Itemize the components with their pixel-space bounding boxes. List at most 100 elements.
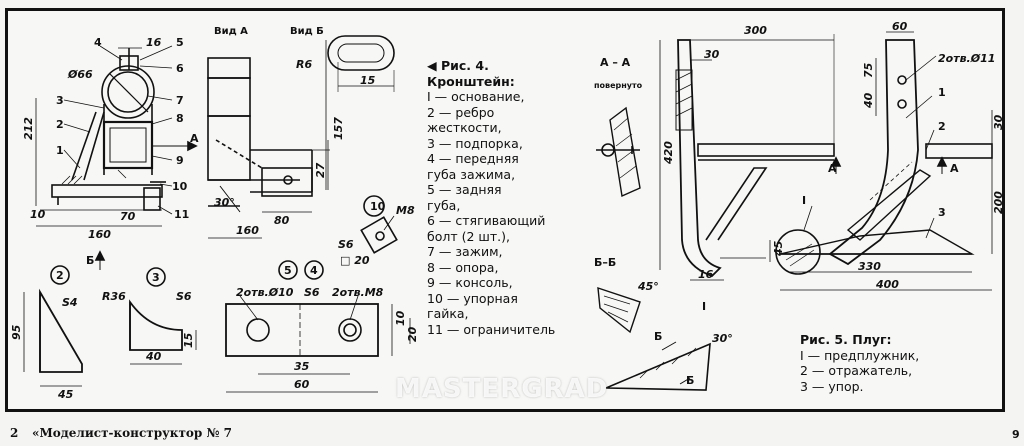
part-8-label: 8 — [176, 112, 184, 125]
bracket-front-view — [35, 45, 198, 270]
part-3-label: 3 — [56, 94, 64, 107]
fig4-caption-line: 3 — подпорка, — [427, 135, 523, 151]
fig4-labels: Вид А Вид Б 4 5 6 7 8 9 10 11 3 2 1 16 Ø… — [10, 26, 419, 401]
part-4-label: 4 — [94, 36, 102, 49]
dim-60: 60 — [892, 20, 908, 33]
dim-30-deg-detail: 30° — [712, 332, 733, 345]
detail-54-dim-20: 20 — [406, 326, 419, 342]
part-9-label: 9 — [176, 154, 184, 167]
fig4-caption-line: I — основание, — [427, 89, 525, 104]
dim-420: 420 — [662, 141, 675, 165]
plough-arrow-a1: А — [828, 162, 837, 175]
fig4-caption-line: 2 — ребро — [427, 104, 495, 120]
fig5-caption-title: Рис. 5. Плуг: — [800, 332, 892, 347]
watermark: MASTERGRAD — [395, 374, 609, 404]
detail-54-holes-10: 2отв.Ø10 — [236, 286, 294, 299]
part-1-label: 1 — [56, 144, 64, 157]
part-7-label: 7 — [176, 94, 184, 107]
fig4-caption-line: 4 — передняя — [427, 151, 519, 166]
detail-i-title: I — [702, 300, 706, 313]
arrow-a-label: А — [190, 132, 199, 145]
detail-4-number: 4 — [310, 264, 318, 277]
detail-54-holes-m8: 2отв.М8 — [332, 286, 384, 299]
dim-160-side: 160 — [236, 224, 259, 237]
fig4-caption-line: болт (2 шт.), — [427, 228, 510, 244]
detail-10-nut — [360, 195, 398, 254]
fig4-caption-line: губа зажима, — [427, 166, 516, 182]
detail-5-number: 5 — [284, 264, 292, 277]
fig4-caption-line: 5 — задняя — [427, 182, 502, 197]
detail-2-dim-95: 95 — [10, 324, 23, 340]
detail-10-number: 10 — [370, 200, 386, 213]
dim-30-deg: 30° — [214, 196, 235, 209]
dim-45-deg: 45° — [637, 280, 659, 293]
dim-70: 70 — [120, 210, 136, 223]
page-number-right: 9 — [1012, 428, 1020, 441]
fig4-caption-title: Рис. 4. — [440, 58, 489, 73]
dim-400: 400 — [875, 278, 899, 291]
plough-arrow-a2: А — [950, 162, 959, 175]
fig4-caption-line: жесткости, — [427, 120, 502, 135]
fig4-caption-line: 10 — упорная — [427, 290, 518, 306]
view-b-slot — [327, 35, 395, 92]
dim-15-slot: 15 — [360, 74, 376, 87]
view-a-label: Вид А — [214, 26, 248, 37]
dim-40: 40 — [862, 92, 875, 109]
detail-3-number: 3 — [152, 271, 160, 284]
bracket-side-view — [207, 40, 330, 239]
fig5-caption: Рис. 5. Плуг: I — предплужник,2 — отража… — [800, 332, 970, 394]
fig4-caption-line: 6 — стягивающий — [427, 213, 546, 228]
dim-30-front: 30 — [992, 114, 1005, 130]
drawing-frame — [5, 8, 1005, 412]
dim-200: 200 — [992, 191, 1005, 214]
dim-75: 75 — [862, 62, 875, 78]
fig4-caption: ◀ Рис. 4. Кронштейн: I — основание,2 — р… — [427, 58, 577, 337]
fig5-labels: А – А повернуто 300 30 420 16 45 Б–Б 45°… — [594, 20, 1005, 387]
dim-80: 80 — [274, 214, 290, 227]
arrow-b-label: Б — [86, 254, 94, 267]
fig4-caption-line: губа, — [427, 197, 461, 213]
plough-part-1: 1 — [938, 86, 946, 99]
dim-45-plough: 45 — [772, 240, 785, 257]
detail-2-number: 2 — [56, 269, 64, 282]
detail-3-r36: R36 — [102, 290, 126, 303]
fig4-caption-line: 11 — ограничитель — [427, 321, 556, 337]
detail-2-dim-45: 45 — [57, 388, 74, 401]
fig4-caption-line: гайка, — [427, 306, 469, 321]
plough-front-view — [775, 31, 993, 291]
dim-holes-11: 2отв.Ø11 — [938, 52, 995, 65]
detail-2-rib — [23, 265, 83, 387]
plough-part-2: 2 — [938, 120, 946, 133]
detail-3-prop — [129, 267, 197, 365]
detail-i-arrow-b2: Б — [686, 374, 694, 387]
detail-3-dim-15: 15 — [182, 332, 195, 348]
fig4-caption-line: 8 — опора, — [427, 259, 499, 275]
detail-10-square: □ 20 — [340, 254, 370, 267]
view-b-label: Вид Б — [290, 26, 324, 37]
detail-3-s6: S6 — [176, 290, 192, 303]
part-6-label: 6 — [176, 62, 184, 75]
part-11-label: 11 — [174, 208, 189, 221]
detail-i-arrow-b1: Б — [654, 330, 662, 343]
dim-160-front: 160 — [88, 228, 111, 241]
fig4-caption-line: 7 — зажим, — [427, 244, 503, 259]
dim-330: 330 — [858, 260, 881, 273]
plough-side-view — [596, 34, 835, 391]
detail-2-s4: S4 — [62, 296, 78, 309]
section-aa-rotated: повернуто — [594, 81, 643, 90]
detail-54-dim-60: 60 — [294, 378, 310, 391]
dim-157: 157 — [332, 117, 345, 140]
fig4-caption-subtitle: Кронштейн: — [427, 73, 515, 89]
dim-diameter-66: Ø66 — [67, 68, 93, 81]
dim-10: 10 — [30, 208, 46, 221]
detail-54-dim-10: 10 — [394, 310, 407, 326]
detail-10-m8: М8 — [396, 204, 415, 217]
dim-16-plough: 16 — [698, 268, 714, 281]
dim-212: 212 — [22, 117, 35, 140]
fig5-caption-line: I — предплужник, — [800, 347, 920, 363]
fig5-caption-list: I — предплужник,2 — отражатель,3 — упор. — [800, 348, 970, 395]
plough-part-i: I — [802, 194, 806, 207]
